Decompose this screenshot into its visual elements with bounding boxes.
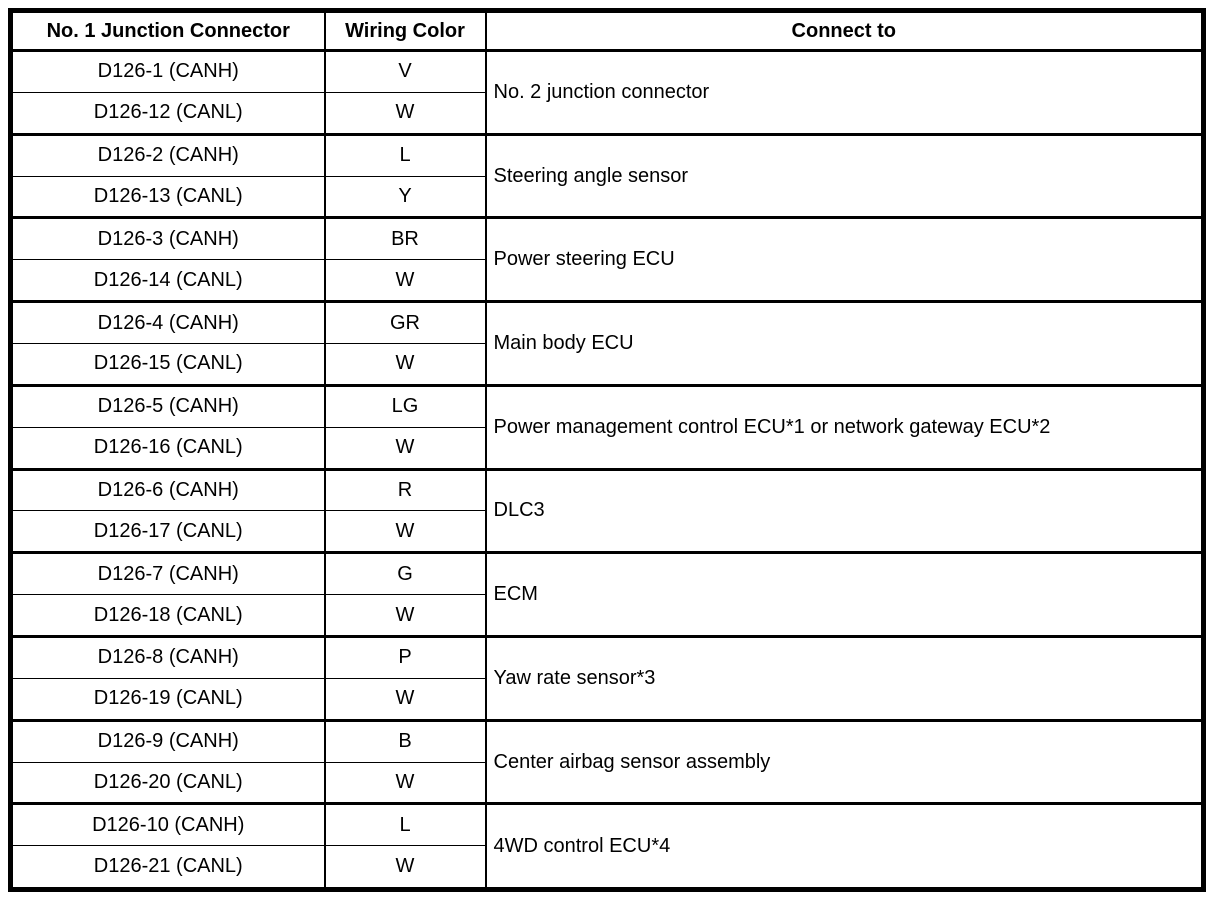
table-row: D126-18 (CANL)W xyxy=(9,594,1204,639)
cell-terminal: D126-9 (CANH) xyxy=(9,718,326,763)
table-row: D126-15 (CANL)W xyxy=(9,343,1204,387)
header-wiring-color: Wiring Color xyxy=(323,9,487,52)
cell-wiring-color: BR xyxy=(323,216,487,261)
cell-terminal: D126-6 (CANH) xyxy=(9,467,326,512)
cell-terminal: D126-14 (CANL) xyxy=(9,259,326,304)
table-row: D126-16 (CANL)W xyxy=(9,426,1204,471)
cell-terminal: D126-19 (CANL) xyxy=(9,677,326,722)
cell-terminal: D126-16 (CANL) xyxy=(9,426,326,471)
cell-wiring-color: W xyxy=(323,259,487,304)
cell-terminal: D126-8 (CANH) xyxy=(9,635,326,679)
header-junction-connector: No. 1 Junction Connector xyxy=(9,9,326,52)
cell-terminal: D126-1 (CANH) xyxy=(9,49,326,93)
table-row: D126-20 (CANL)W xyxy=(9,761,1204,806)
cell-wiring-color: W xyxy=(323,426,487,471)
cell-connect-to: Yaw rate sensor*3 xyxy=(484,635,1205,722)
cell-terminal: D126-10 (CANH) xyxy=(9,802,326,847)
cell-wiring-color: P xyxy=(323,635,487,679)
table-row: D126-19 (CANL)W xyxy=(9,677,1204,722)
cell-connect-to: Power steering ECU xyxy=(484,216,1205,304)
cell-terminal: D126-21 (CANL) xyxy=(9,845,326,891)
cell-wiring-color: W xyxy=(323,510,487,555)
cell-terminal: D126-17 (CANL) xyxy=(9,510,326,555)
cell-connect-to: 4WD control ECU*4 xyxy=(484,802,1205,891)
junction-connector-wiring-table: No. 1 Junction Connector Wiring Color Co… xyxy=(8,8,1206,892)
table-row: D126-21 (CANL)W xyxy=(9,845,1204,891)
cell-terminal: D126-7 (CANH) xyxy=(9,551,326,596)
cell-terminal: D126-4 (CANH) xyxy=(9,300,326,345)
cell-terminal: D126-15 (CANL) xyxy=(9,343,326,387)
header-connect-to: Connect to xyxy=(484,9,1205,52)
cell-wiring-color: W xyxy=(323,594,487,639)
cell-terminal: D126-12 (CANL) xyxy=(9,91,326,136)
cell-wiring-color: GR xyxy=(323,300,487,345)
cell-connect-to: Power management control ECU*1 or networ… xyxy=(484,383,1205,471)
cell-terminal: D126-2 (CANH) xyxy=(9,132,326,177)
cell-wiring-color: B xyxy=(323,718,487,763)
cell-connect-to: Center airbag sensor assembly xyxy=(484,718,1205,806)
cell-connect-to: DLC3 xyxy=(484,467,1205,555)
cell-connect-to: Main body ECU xyxy=(484,300,1205,387)
cell-connect-to: ECM xyxy=(484,551,1205,639)
table-row: D126-12 (CANL)W xyxy=(9,91,1204,136)
cell-wiring-color: V xyxy=(323,49,487,93)
cell-wiring-color: Y xyxy=(323,175,487,220)
table-row: D126-13 (CANL)Y xyxy=(9,175,1204,220)
header-row: No. 1 Junction Connector Wiring Color Co… xyxy=(9,9,1205,52)
table-row: D126-17 (CANL)W xyxy=(9,510,1204,555)
cell-wiring-color: W xyxy=(323,677,487,722)
cell-terminal: D126-18 (CANL) xyxy=(9,594,326,639)
cell-wiring-color: W xyxy=(323,91,487,136)
cell-terminal: D126-3 (CANH) xyxy=(9,216,326,261)
cell-terminal: D126-5 (CANH) xyxy=(9,383,326,428)
cell-terminal: D126-20 (CANL) xyxy=(9,761,326,806)
cell-wiring-color: W xyxy=(323,845,487,891)
table-row: D126-14 (CANL)W xyxy=(9,259,1204,304)
cell-wiring-color: L xyxy=(323,132,487,177)
cell-connect-to: Steering angle sensor xyxy=(484,132,1205,220)
cell-wiring-color: W xyxy=(323,343,487,387)
cell-wiring-color: W xyxy=(323,761,487,806)
cell-wiring-color: LG xyxy=(323,383,487,428)
cell-wiring-color: R xyxy=(323,467,487,512)
cell-connect-to: No. 2 junction connector xyxy=(484,49,1205,136)
cell-wiring-color: G xyxy=(323,551,487,596)
cell-wiring-color: L xyxy=(323,802,487,847)
cell-terminal: D126-13 (CANL) xyxy=(9,175,326,220)
